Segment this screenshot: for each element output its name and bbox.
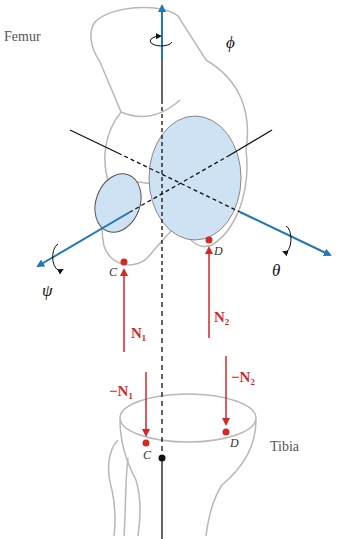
point-label: C (109, 266, 117, 278)
rotation-symbol: ϕ (226, 34, 235, 51)
axis-dot (159, 455, 166, 462)
axis-line (118, 153, 240, 212)
force-label: −N₁ (109, 384, 133, 399)
force-label: −N₂ (231, 370, 255, 385)
axis-line (70, 130, 118, 153)
axis-line (161, 60, 162, 539)
rotation-arrow (53, 244, 62, 271)
point-label: D (230, 437, 239, 449)
axis-arrow (161, 6, 163, 60)
tibia-outline (109, 394, 256, 536)
axis-line (230, 130, 272, 155)
force-arrow (145, 372, 147, 435)
bone-name: Tibia (270, 440, 299, 454)
force-label: N₂ (214, 310, 229, 325)
force-label: N₁ (131, 326, 146, 341)
rotation-symbol: θ (272, 262, 280, 279)
point-label: D (214, 245, 223, 257)
rotation-symbol: ψ (42, 282, 53, 299)
contact-point (206, 237, 213, 244)
contact-point (143, 440, 150, 447)
condyle-surface (149, 116, 241, 240)
condyle-surface (87, 167, 149, 238)
force-arrow (208, 248, 210, 338)
bone-name: Femur (4, 30, 41, 44)
point-label: C (143, 449, 151, 461)
axis-line (130, 155, 230, 212)
rotation-arrow (284, 226, 291, 252)
force-arrow (123, 270, 125, 352)
contact-point (121, 259, 128, 266)
force-arrow (225, 356, 227, 424)
rotation-arrow (150, 36, 172, 46)
axis-arrow (38, 212, 130, 266)
axis-arrow (240, 212, 330, 255)
contact-point (223, 429, 230, 436)
